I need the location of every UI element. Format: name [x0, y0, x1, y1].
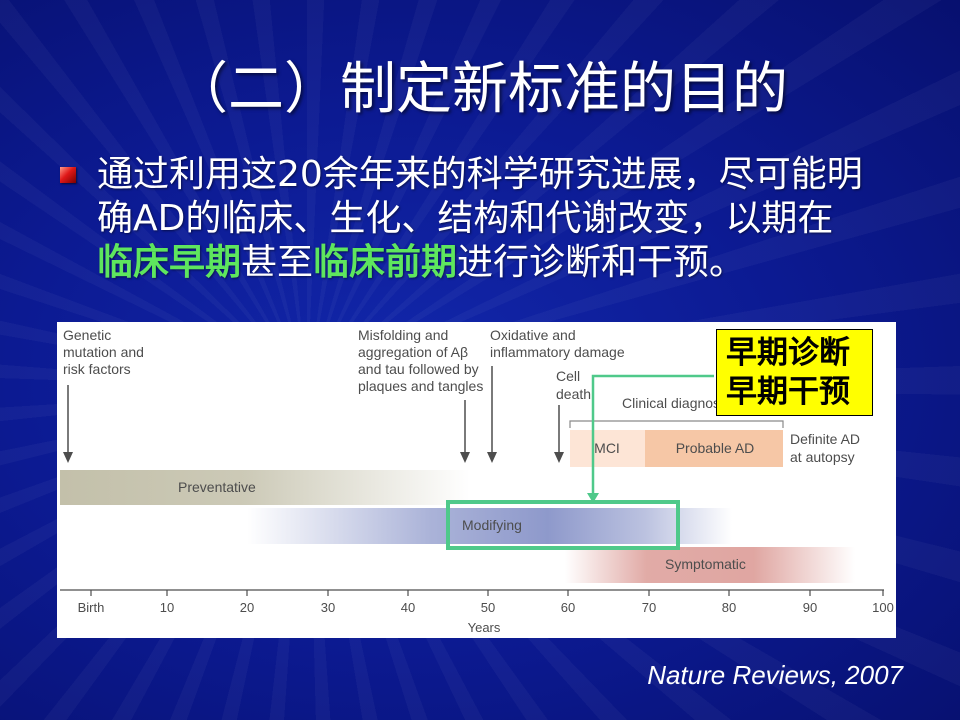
highlight-early-clinical: 临床早期	[97, 242, 242, 283]
event-misfolding-label: Misfolding and aggregation of Aβ and tau…	[358, 327, 483, 394]
mci-box	[570, 430, 645, 467]
event-label-line: inflammatory damage	[490, 344, 625, 360]
early-intervention-callout: 早期诊断 早期干预	[716, 329, 873, 416]
event-label-line: plaques and tangles	[358, 378, 483, 394]
definite-ad-sublabel: at autopsy	[790, 449, 855, 465]
slide-title: （二）制定新标准的目的	[172, 57, 788, 122]
event-label-line: aggregation of Aβ	[358, 344, 468, 360]
definite-ad-label: Definite AD	[790, 431, 860, 447]
highlight-preclinical: 临床前期	[313, 242, 458, 283]
event-label-line: Oxidative and	[490, 327, 576, 343]
symptomatic-bar	[565, 547, 855, 583]
modifying-highlight-frame	[446, 500, 680, 550]
axis-tick-label: 30	[321, 600, 335, 615]
axis-tick-label: 70	[642, 600, 656, 615]
axis-tick-label: 20	[240, 600, 254, 615]
axis-tick-label: 60	[561, 600, 575, 615]
bullet-text-segment: 甚至	[241, 242, 314, 283]
bullet-line-1: 通过利用这20余年来的科学研究进展，尽可能明	[97, 153, 927, 197]
callout-line-diagnosis: 早期诊断	[726, 335, 850, 371]
axis-tick-label: 80	[722, 600, 736, 615]
mci-label: MCI	[594, 440, 620, 456]
years-axis-ticks	[90, 590, 884, 596]
bullet-text-segment: 进行诊断和干预。	[457, 242, 746, 283]
probable-ad-box	[645, 430, 783, 467]
axis-tick-label: 40	[401, 600, 415, 615]
symptomatic-label: Symptomatic	[665, 556, 746, 572]
event-cell-death-label: Cell death	[556, 368, 591, 402]
bullet-text-segment: 通过利用这20余年来的科学研究进展，尽可能明	[97, 154, 863, 195]
clinical-diagnosis-bracket	[569, 420, 784, 428]
axis-tick-label: 10	[160, 600, 174, 615]
modifying-label: Modifying	[462, 517, 522, 533]
probable-ad-label: Probable AD	[676, 440, 755, 456]
bullet-line-2: 确AD的临床、生化、结构和代谢改变，以期在	[97, 197, 927, 241]
axis-tick-label: 50	[481, 600, 495, 615]
event-genetic-label: Genetic mutation and risk factors	[63, 327, 144, 377]
bullet-text-segment: 确AD的临床、生化、结构和代谢改变，以期在	[97, 198, 834, 239]
arrow-down-icon	[587, 493, 599, 503]
preventative-bar	[60, 470, 470, 505]
event-label-line: mutation and	[63, 344, 144, 360]
axis-tick-label: 100	[872, 600, 894, 615]
preventative-label: Preventative	[178, 479, 256, 495]
event-label-line: Cell	[556, 368, 580, 384]
event-label-line: death	[556, 386, 591, 402]
axis-tick-label: 90	[803, 600, 817, 615]
event-label-line: Genetic	[63, 327, 111, 343]
event-oxidative-label: Oxidative and inflammatory damage	[490, 327, 625, 360]
arrow-down-icon	[487, 366, 497, 463]
ad-timeline-diagram: Genetic mutation and risk factors Misfol…	[60, 327, 894, 635]
red-square-bullet-icon	[60, 167, 76, 183]
connector-line	[591, 374, 714, 494]
modifying-bar	[247, 508, 732, 544]
bullet-paragraph: 通过利用这20余年来的科学研究进展，尽可能明 确AD的临床、生化、结构和代谢改变…	[97, 153, 927, 285]
clinical-diagnosis-label: Clinical diagnos	[622, 395, 720, 411]
arrow-down-icon	[460, 400, 470, 463]
source-citation: Nature Reviews, 2007	[647, 660, 903, 690]
callout-line-intervention: 早期干预	[726, 374, 850, 410]
event-label-line: Misfolding and	[358, 327, 448, 343]
event-label-line: and tau followed by	[358, 361, 479, 377]
bullet-line-3: 临床早期甚至临床前期进行诊断和干预。	[97, 241, 927, 285]
event-label-line: risk factors	[63, 361, 131, 377]
connector-arrow	[587, 374, 714, 503]
arrow-down-icon	[554, 405, 564, 463]
arrow-down-icon	[63, 385, 73, 463]
axis-tick-label: Birth	[78, 600, 105, 615]
years-axis-label: Years	[468, 620, 501, 635]
